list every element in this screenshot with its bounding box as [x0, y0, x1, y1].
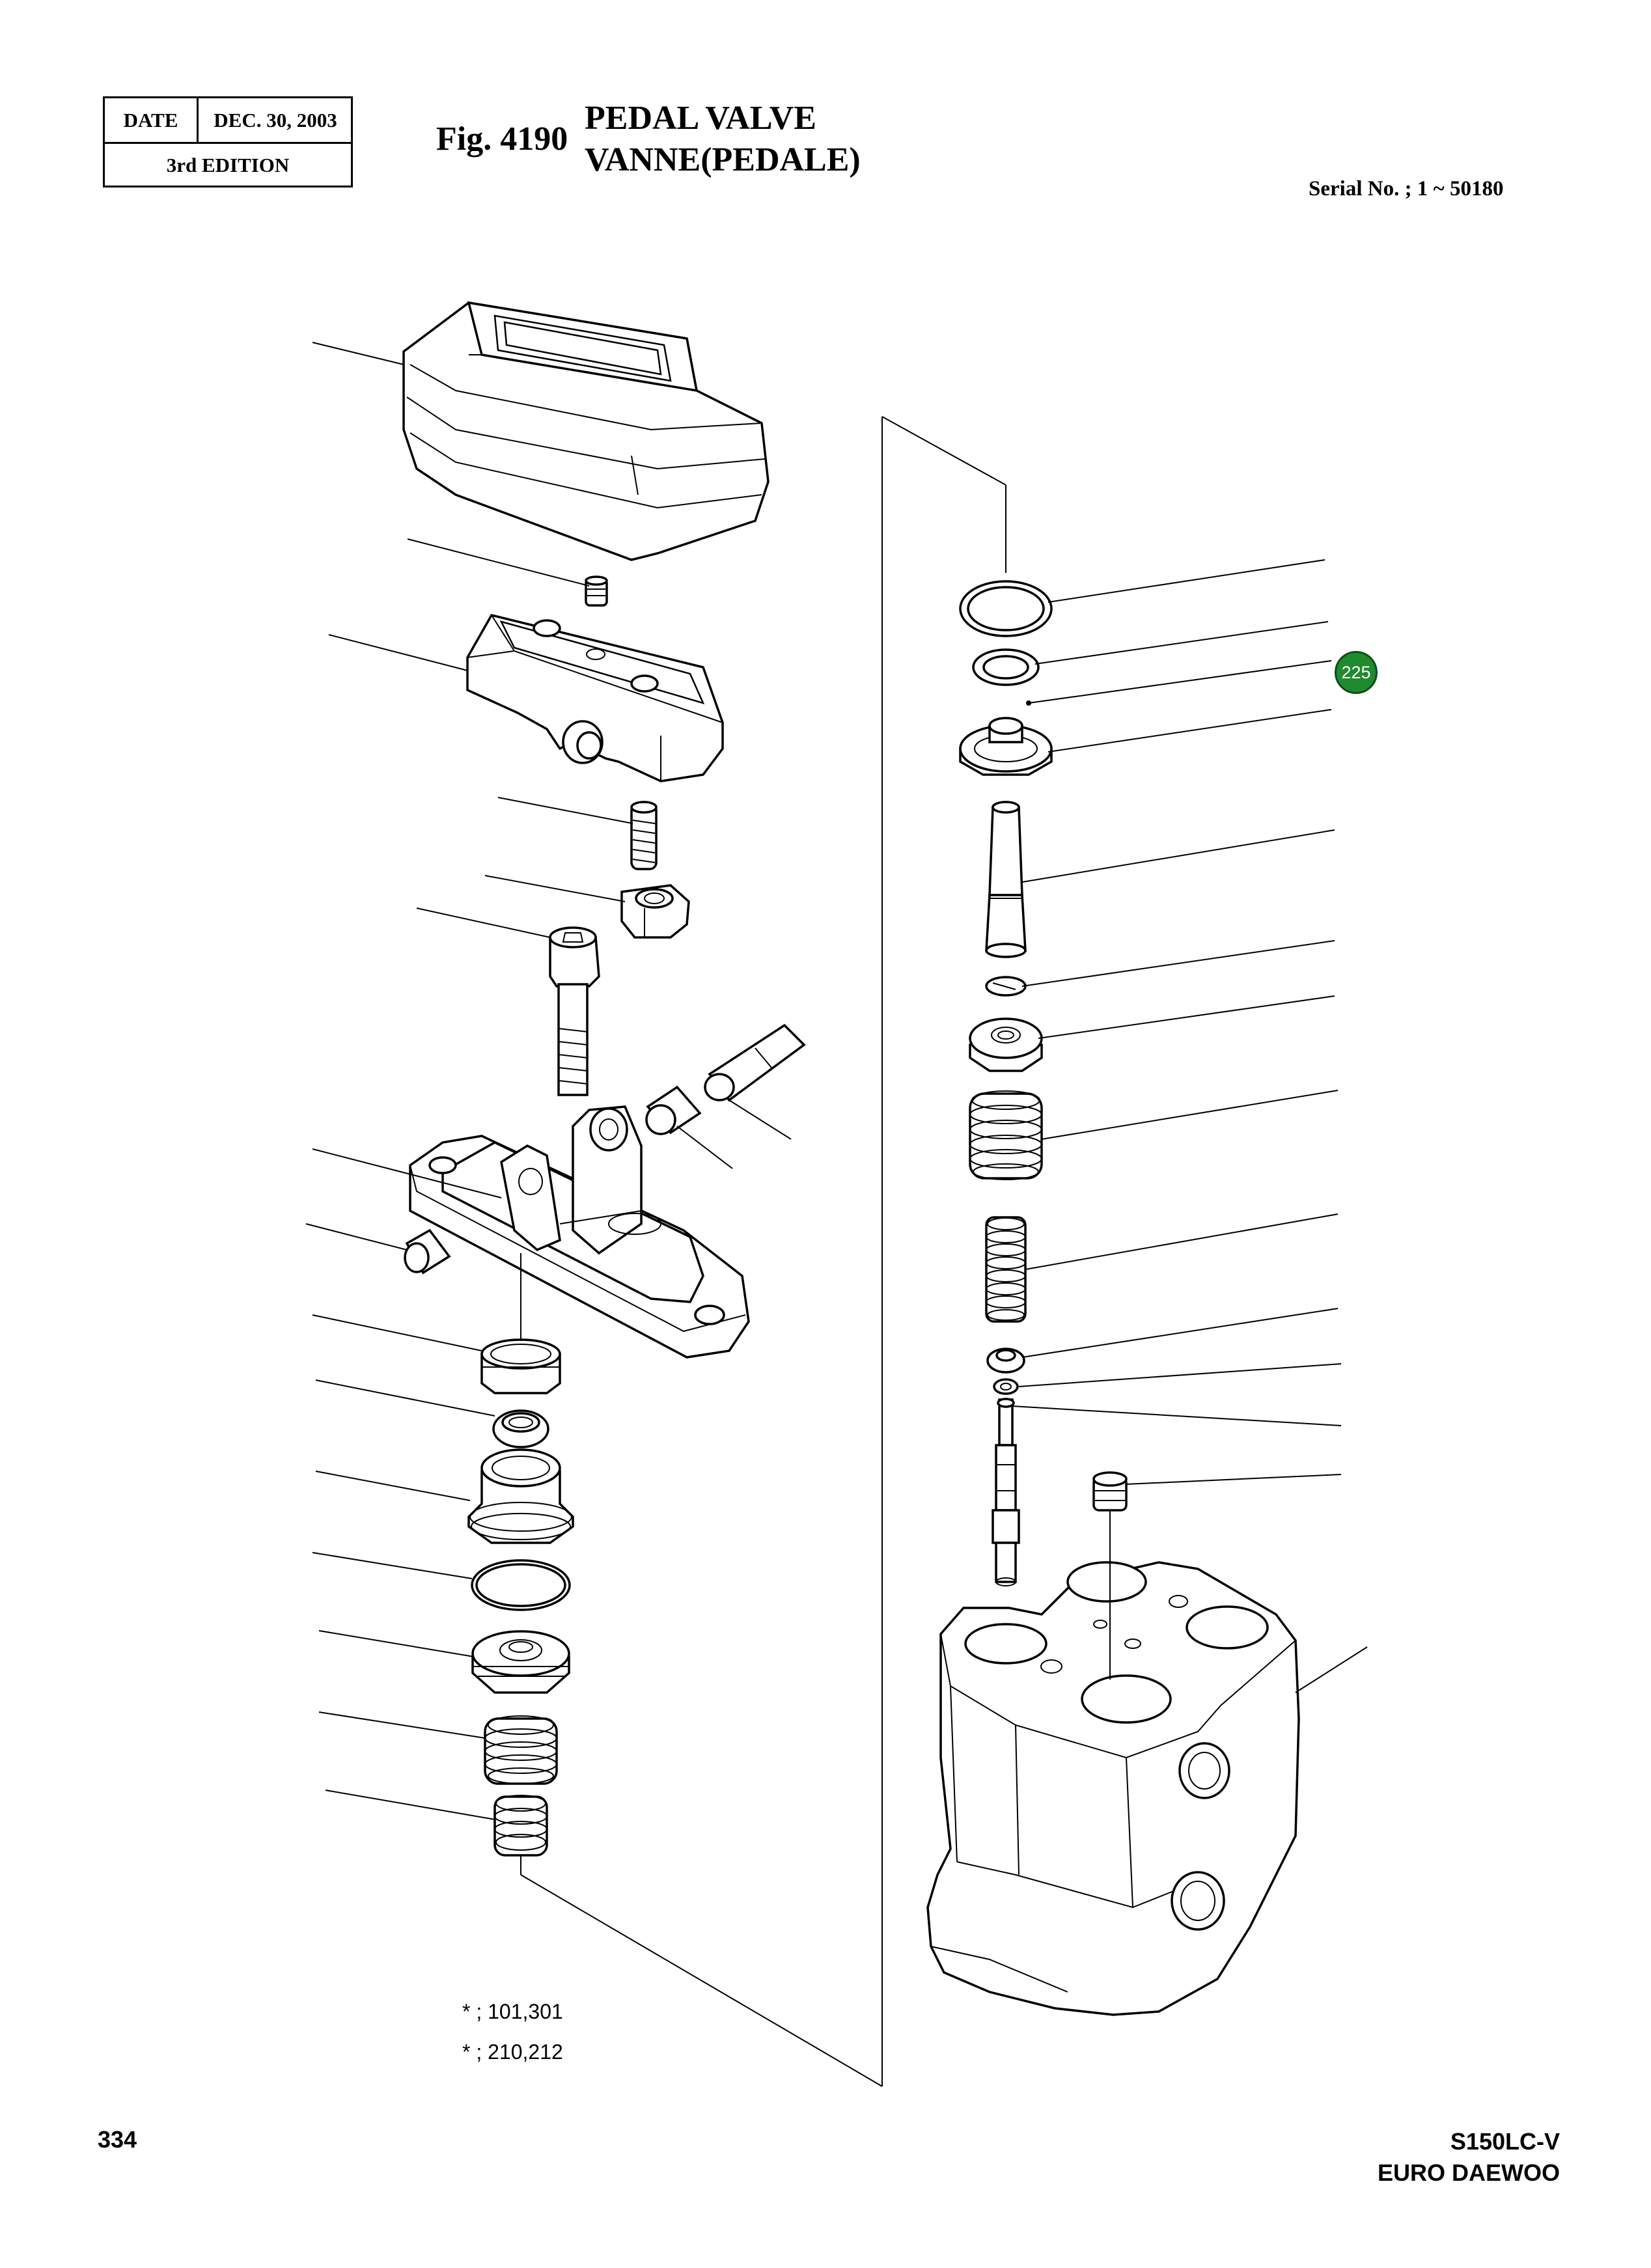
note-line-2: * ; 210,212 [462, 2040, 563, 2064]
spool-part [992, 1398, 1020, 1586]
outer-spring-part [484, 1715, 558, 1785]
brand-name: EURO DAEWOO [1377, 2159, 1560, 2186]
page-number: 334 [98, 2126, 137, 2153]
date-label: DATE [105, 98, 199, 142]
right-leader-lines [1012, 559, 1368, 1693]
left-leader-lines [305, 342, 1006, 2087]
pedal-block-part [466, 613, 724, 782]
header-row-date: DATE DEC. 30, 2003 [105, 98, 351, 144]
footer-model: S150LC-V EURO DAEWOO [1378, 2126, 1560, 2189]
small-bushing-part [404, 1228, 451, 1275]
set-screw-part [585, 575, 608, 607]
figure-title: PEDAL VALVE VANNE(PEDALE) [585, 98, 861, 181]
plug-part [467, 1448, 574, 1544]
note-line-1: * ; 101,301 [462, 2000, 563, 2024]
boot-part [402, 301, 770, 561]
figure-title-fr: VANNE(PEDALE) [585, 141, 861, 178]
seal-holder-part [480, 1338, 561, 1394]
seal-ring-part [492, 1409, 549, 1448]
figure-title-en: PEDAL VALVE [585, 100, 816, 137]
base-plate-part [409, 1105, 750, 1359]
plunger-part [985, 801, 1027, 958]
washer-part [972, 648, 1040, 686]
large-o-ring-part [959, 580, 1053, 637]
small-washer-part [993, 1378, 1019, 1395]
pin-part [704, 1023, 806, 1102]
spring-retainer-part [986, 1348, 1025, 1374]
bushing-part [645, 1085, 702, 1135]
adjust-screw-part [630, 801, 658, 870]
date-value: DEC. 30, 2003 [214, 109, 337, 131]
note-text: ; 101,301 [476, 2000, 563, 2023]
note-text: ; 210,212 [476, 2040, 563, 2064]
spring-seat-part [471, 1630, 570, 1694]
valve-body-part [926, 1561, 1300, 2016]
plug-screw-part [1092, 1471, 1128, 1512]
metering-spring-part [985, 1216, 1027, 1323]
serial-range: Serial No. ; 1 ~ 50180 [1309, 177, 1504, 201]
retainer-part [959, 717, 1053, 776]
o-ring-part [471, 1559, 571, 1611]
header-box: DATE DEC. 30, 2003 3rd EDITION [103, 96, 353, 187]
inner-spring-part [493, 1795, 548, 1857]
figure-number: Fig. 4190 [436, 120, 568, 158]
model-name: S150LC-V [1450, 2128, 1560, 2155]
edition-label: 3rd EDITION [166, 154, 290, 176]
hex-nut-part [620, 884, 690, 939]
note-marker: * [462, 2000, 471, 2023]
spring-seat-right-part [969, 1017, 1043, 1072]
note-marker: * [462, 2040, 471, 2064]
clip-part [985, 976, 1027, 997]
callout-badge[interactable]: 225 [1335, 651, 1378, 694]
return-spring-part [969, 1090, 1043, 1180]
cap-screw-part [549, 926, 600, 1096]
